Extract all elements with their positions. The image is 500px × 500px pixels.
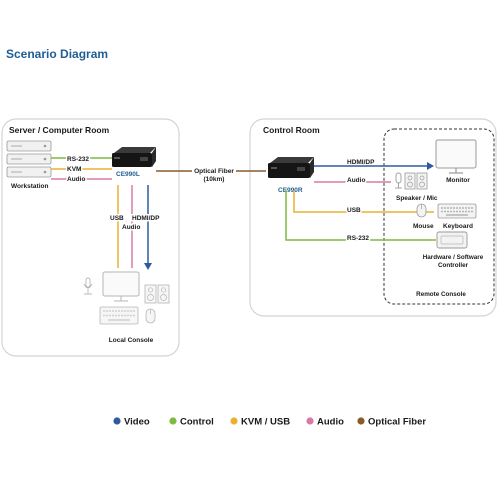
ce990l-label: CE990L xyxy=(116,171,140,178)
legend-audio-dot xyxy=(306,417,314,425)
remote-console-label: Remote Console xyxy=(416,291,466,298)
monitor-label: Monitor xyxy=(446,177,470,184)
audio-left-label: Audio xyxy=(67,176,85,183)
mouse-icon xyxy=(416,203,427,218)
kvm-left-label: KVM xyxy=(67,166,81,173)
legend-video-label: Video xyxy=(124,417,150,428)
keyboard-label: Keyboard xyxy=(443,223,473,230)
speaker-mic-icon xyxy=(395,172,428,190)
legend-video-dot xyxy=(113,417,121,425)
local-console-icon xyxy=(83,271,170,325)
control-room-label: Control Room xyxy=(263,125,320,135)
control-room-frame xyxy=(249,118,497,317)
hdmi-down-arrow xyxy=(144,263,152,270)
legend-audio-label: Audio xyxy=(317,417,344,428)
rs232-left-label: RS-232 xyxy=(67,156,89,163)
hw-controller-label-1: Hardware / Software xyxy=(423,254,484,261)
audio-down-label: Audio xyxy=(122,224,140,231)
legend-kvm-label: KVM / USB xyxy=(241,417,290,428)
workstation-label: Workstation xyxy=(11,183,48,190)
keyboard-icon xyxy=(437,203,477,219)
ce990r-label: CE990R xyxy=(278,187,303,194)
workstation-icon xyxy=(6,140,52,178)
legend-control-dot xyxy=(169,417,177,425)
mouse-label: Mouse xyxy=(413,223,434,230)
server-room-frame xyxy=(1,118,180,357)
ce990l-device-icon xyxy=(112,147,156,167)
remote-console-frame xyxy=(383,128,495,305)
local-console-label: Local Console xyxy=(109,337,154,344)
hdmi-down-label: HDMI/DP xyxy=(132,215,160,222)
legend-control-label: Control xyxy=(180,417,214,428)
diagram-title: Scenario Diagram xyxy=(6,47,108,61)
legend-fiber-dot xyxy=(357,417,365,425)
legend: Video Control KVM / USB Audio Optical Fi… xyxy=(113,417,426,428)
rs232-right-line xyxy=(285,190,436,241)
legend-fiber-label: Optical Fiber xyxy=(368,417,426,428)
speaker-mic-label: Speaker / Mic xyxy=(396,195,438,202)
usb-right-line xyxy=(293,190,434,213)
hdmi-right-arrow xyxy=(427,162,434,170)
hdmi-right-label: HDMI/DP xyxy=(347,159,375,166)
legend-kvm-dot xyxy=(230,417,238,425)
hw-controller-label-2: Controller xyxy=(438,262,469,269)
monitor-icon xyxy=(435,139,477,174)
audio-right-label: Audio xyxy=(347,177,365,184)
server-room-label: Server / Computer Room xyxy=(9,125,110,135)
rs232-right-label: RS-232 xyxy=(347,235,369,242)
hw-controller-icon xyxy=(436,231,468,249)
fiber-distance-label: (10km) xyxy=(204,176,225,183)
fiber-label: Optical Fiber xyxy=(194,168,234,175)
ce990r-device-icon xyxy=(268,157,314,178)
usb-down-label: USB xyxy=(110,215,124,222)
usb-right-label: USB xyxy=(347,207,361,214)
